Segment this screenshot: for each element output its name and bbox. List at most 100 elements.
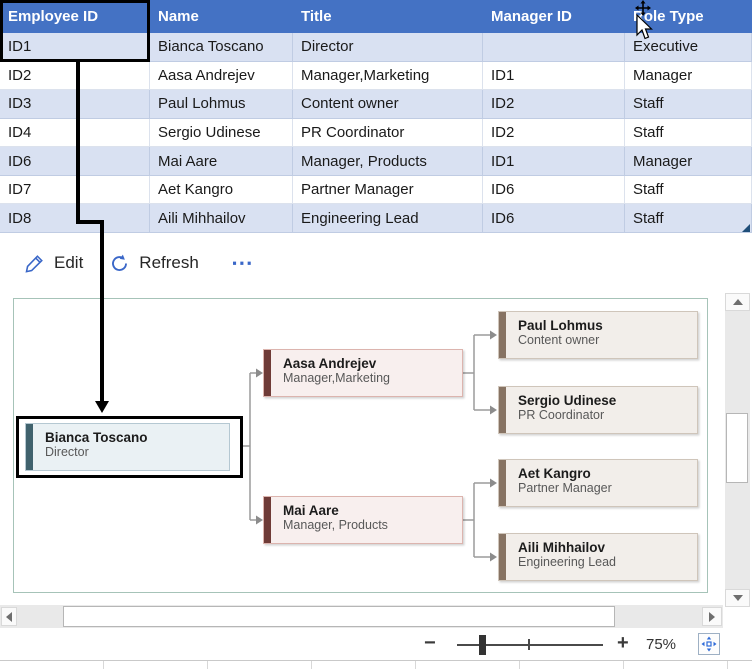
column-header-manager-id[interactable]: Manager ID [491,8,572,25]
node-name: Sergio Udinese [518,393,617,408]
cell-manager-id[interactable]: ID2 [483,90,625,119]
cell-employee-id[interactable]: ID6 [0,147,150,176]
cell-name[interactable]: Aasa Andrejev [150,61,293,91]
org-node-paul-lohmus[interactable]: Paul Lohmus Content owner [498,311,698,359]
cell-name[interactable]: Paul Lohmus [150,90,293,119]
horizontal-scrollbar[interactable] [0,605,723,628]
cell-role-type[interactable]: Manager [625,61,752,91]
cell-employee-id[interactable]: ID2 [0,61,150,91]
cell-role-type[interactable]: Staff [625,175,752,205]
node-name: Aili Mihhailov [518,540,606,555]
edit-button-label: Edit [54,253,84,272]
cell-role-type[interactable]: Staff [625,118,752,148]
cell-title[interactable]: Partner Manager [293,175,483,205]
zoom-slider-thumb[interactable] [479,635,486,655]
cell-title[interactable]: PR Coordinator [293,118,483,148]
cell-employee-id[interactable]: ID4 [0,118,150,148]
cell-role-type[interactable]: Staff [625,204,752,233]
cell-title[interactable]: Manager, Products [293,147,483,176]
node-title: Manager, Products [283,518,388,532]
more-commands-button[interactable]: ⋯ [230,250,255,275]
table-row: ID4 Sergio Udinese PR Coordinator ID2 St… [0,118,752,148]
cell-name[interactable]: Bianca Toscano [150,33,293,62]
zoom-level-label[interactable]: 75% [646,636,677,653]
node-title: Manager,Marketing [283,371,391,385]
table-resize-handle[interactable] [742,224,750,232]
column-header-employee-id[interactable]: Employee ID [8,8,99,25]
cell-title[interactable]: Engineering Lead [293,204,483,233]
node-title: Director [45,445,89,459]
node-title: Partner Manager [518,481,612,495]
cell-name[interactable]: Aili Mihhailov [150,204,293,233]
node-accent-bar [264,497,271,543]
node-name: Aet Kangro [518,466,591,481]
cell-manager-id[interactable]: ID2 [483,118,625,148]
scroll-up-button[interactable] [725,293,750,311]
org-node-aili-mihhailov[interactable]: Aili Mihhailov Engineering Lead [498,533,698,581]
zoom-slider-track[interactable] [457,644,603,646]
org-node-aasa-andrejev[interactable]: Aasa Andrejev Manager,Marketing [263,349,463,397]
column-header-title[interactable]: Title [301,8,332,25]
scroll-down-button[interactable] [725,589,750,607]
cell-name[interactable]: Mai Aare [150,147,293,176]
worksheet-gridline-strip [0,660,752,669]
org-node-sergio-udinese[interactable]: Sergio Udinese PR Coordinator [498,386,698,434]
node-name: Bianca Toscano [45,430,148,445]
node-name: Aasa Andrejev [283,356,377,371]
zoom-out-button[interactable]: − [424,632,436,654]
cell-manager-id[interactable] [483,33,625,62]
right-arrow-icon [709,611,715,622]
edit-button[interactable]: Edit [24,253,83,274]
scroll-left-button[interactable] [1,607,17,626]
cell-employee-id[interactable]: ID1 [0,33,150,62]
table-row: ID2 Aasa Andrejev Manager,Marketing ID1 … [0,61,752,91]
org-node-aet-kangro[interactable]: Aet Kangro Partner Manager [498,459,698,507]
down-arrow-icon [732,595,743,601]
scroll-right-button[interactable] [702,607,722,626]
refresh-button[interactable]: Refresh [109,253,199,274]
table-row: ID1 Bianca Toscano Director Executive [0,33,752,62]
column-header-name[interactable]: Name [158,8,199,25]
table-header-row: Employee ID Name Title Manager ID Role T… [0,0,752,33]
cell-role-type[interactable]: Executive [625,33,752,62]
node-accent-bar [26,424,33,470]
cell-employee-id[interactable]: ID7 [0,175,150,205]
node-accent-bar [499,460,506,506]
refresh-icon [112,254,128,271]
cell-manager-id[interactable]: ID6 [483,175,625,205]
cell-manager-id[interactable]: ID6 [483,204,625,233]
zoom-in-button[interactable]: + [617,632,629,654]
cell-employee-id[interactable]: ID3 [0,90,150,119]
org-node-mai-aare[interactable]: Mai Aare Manager, Products [263,496,463,544]
fit-to-window-button[interactable] [698,633,720,655]
cell-title[interactable]: Director [293,33,483,62]
horizontal-scrollbar-thumb[interactable] [63,606,615,627]
cell-manager-id[interactable]: ID1 [483,147,625,176]
cell-name[interactable]: Aet Kangro [150,175,293,205]
cell-manager-id[interactable]: ID1 [483,61,625,91]
vertical-scrollbar[interactable] [725,293,750,607]
table-row: ID6 Mai Aare Manager, Products ID1 Manag… [0,147,752,176]
node-accent-bar [499,387,506,433]
node-accent-bar [264,350,271,396]
cell-title[interactable]: Manager,Marketing [293,61,483,91]
table-row: ID8 Aili Mihhailov Engineering Lead ID6 … [0,204,752,233]
vertical-scrollbar-thumb[interactable] [726,413,748,483]
org-chart-canvas[interactable]: Bianca Toscano Director Aasa Andrejev Ma… [13,298,708,593]
pencil-icon [25,254,43,273]
node-title: Engineering Lead [518,555,616,569]
fit-to-window-icon [701,636,717,652]
cell-title[interactable]: Content owner [293,90,483,119]
cell-role-type[interactable]: Manager [625,147,752,176]
cell-employee-id[interactable]: ID8 [0,204,150,233]
org-node-bianca-toscano[interactable]: Bianca Toscano Director [25,423,230,471]
node-title: PR Coordinator [518,408,605,422]
column-header-role-type[interactable]: Role Type [633,8,704,25]
cell-name[interactable]: Sergio Udinese [150,118,293,148]
table-row: ID7 Aet Kangro Partner Manager ID6 Staff [0,175,752,205]
employee-table: Employee ID Name Title Manager ID Role T… [0,0,752,233]
cell-role-type[interactable]: Staff [625,90,752,119]
node-name: Mai Aare [283,503,339,518]
node-title: Content owner [518,333,600,347]
